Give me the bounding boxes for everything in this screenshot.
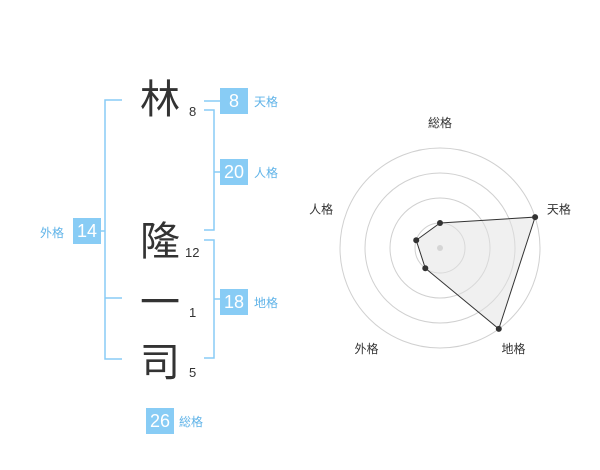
radar-points: [413, 214, 539, 332]
gaikaku-value: 14: [73, 218, 101, 244]
chikaku-label: 地格: [254, 296, 279, 310]
radar-axis-label-2: 地格: [501, 341, 525, 356]
name-char-2: 隆: [140, 219, 180, 265]
stroke-count-4: 5: [189, 365, 197, 380]
radar-point-2: [495, 325, 502, 332]
stroke-count-2: 12: [185, 245, 200, 260]
radar-point-1: [532, 214, 539, 221]
chikaku-value: 18: [220, 289, 248, 315]
radar-axis-label-0: 総格: [428, 115, 452, 130]
radar-area: [415, 216, 536, 330]
jinkaku-label: 人格: [254, 166, 279, 180]
radar-point-0: [437, 220, 443, 226]
radar-axis-label-4: 人格: [309, 201, 333, 216]
name-char-3: 一: [140, 280, 180, 326]
soukaku-value: 26: [146, 408, 174, 434]
stroke-count-1: 8: [189, 104, 197, 119]
stroke-count-3: 1: [189, 305, 197, 320]
tenkaku-value: 8: [220, 88, 248, 114]
radar-axis-label-1: 天格: [547, 201, 571, 216]
outer-bracket-line: [104, 99, 122, 360]
radar-point-4: [413, 237, 420, 244]
name-char-1: 林: [140, 77, 180, 123]
jinkaku-bracket: [204, 109, 215, 231]
radar-axis-label-3: 外格: [355, 341, 379, 356]
radar-point-3: [422, 265, 429, 272]
tenkaku-label: 天格: [254, 95, 279, 109]
soukaku-label: 総格: [179, 415, 204, 429]
radar-ring-4: [339, 147, 541, 349]
name-char-4: 司: [140, 340, 180, 386]
jinkaku-value: 20: [220, 159, 248, 185]
gaikaku-label: 外格: [40, 226, 65, 240]
